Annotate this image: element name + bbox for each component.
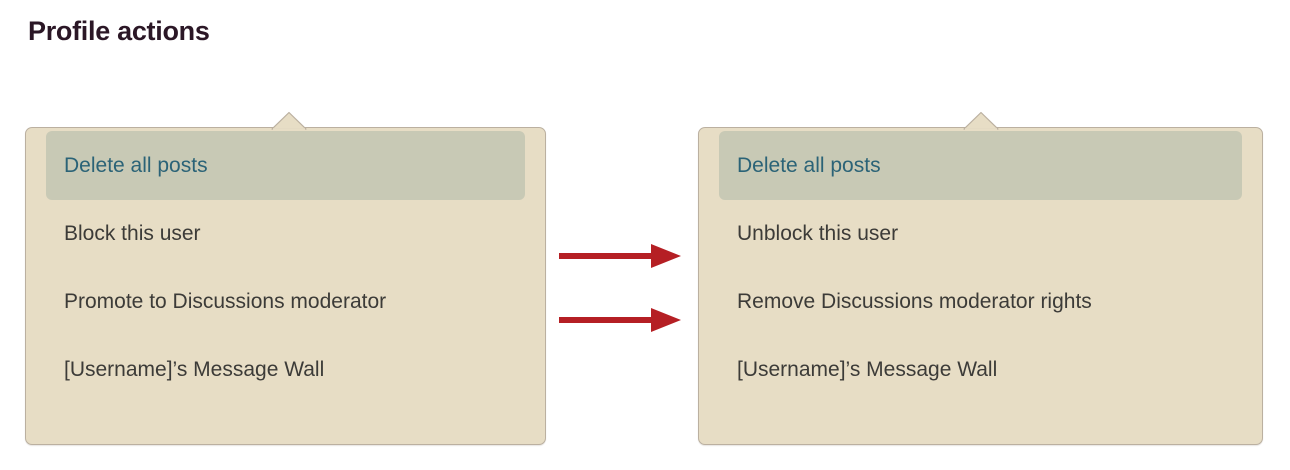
menu-item-delete-all-posts[interactable]: Delete all posts [46, 131, 525, 200]
profile-actions-dropdown-before: Delete all posts Block this user Promote… [25, 111, 546, 445]
menu-item-promote-to-discussions-moderator[interactable]: Promote to Discussions moderator [46, 284, 525, 320]
menu-item-label: Remove Discussions moderator rights [737, 290, 1092, 313]
profile-actions-dropdown-after: Delete all posts Unblock this user Remov… [698, 111, 1263, 445]
menu-item-message-wall[interactable]: [Username]’s Message Wall [719, 352, 1242, 388]
menu-item-label: [Username]’s Message Wall [737, 358, 998, 381]
menu-list-before: Delete all posts Block this user Promote… [26, 128, 545, 388]
arrow-right-icon-top [559, 243, 682, 269]
menu-item-label: Delete all posts [737, 154, 881, 177]
menu-item-block-this-user[interactable]: Block this user [46, 216, 525, 252]
menu-item-label: Block this user [64, 222, 201, 245]
menu-item-label: [Username]’s Message Wall [64, 358, 325, 381]
menu-item-label: Unblock this user [737, 222, 899, 245]
menu-item-message-wall[interactable]: [Username]’s Message Wall [46, 352, 525, 388]
menu-item-label: Promote to Discussions moderator [64, 290, 387, 313]
menu-item-delete-all-posts[interactable]: Delete all posts [719, 131, 1242, 200]
menu-item-label: Delete all posts [64, 154, 208, 177]
page-title: Profile actions [28, 16, 210, 46]
dropdown-caret-icon [271, 111, 307, 130]
menu-item-remove-discussions-moderator-rights[interactable]: Remove Discussions moderator rights [719, 284, 1242, 320]
menu-list-after: Delete all posts Unblock this user Remov… [699, 128, 1262, 388]
menu-item-unblock-this-user[interactable]: Unblock this user [719, 216, 1242, 252]
dropdown-caret-icon [963, 111, 999, 130]
arrow-right-icon-bottom [559, 307, 682, 333]
